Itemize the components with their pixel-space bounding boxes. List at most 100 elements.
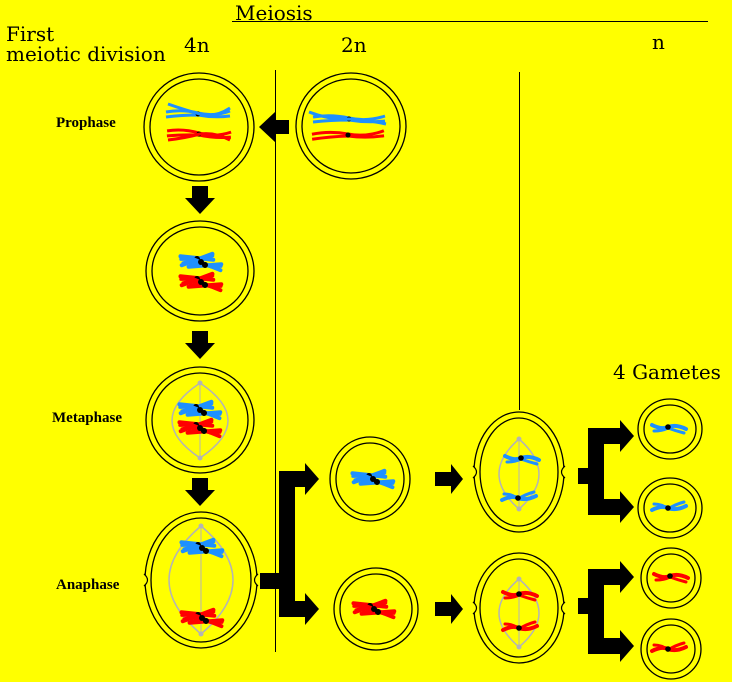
chromosome <box>501 620 539 632</box>
cell-anaphase <box>143 511 259 649</box>
centromere <box>345 132 351 138</box>
tetrad <box>179 607 225 629</box>
chromosome <box>187 611 225 629</box>
outer-membrane <box>640 618 702 680</box>
cell-second-division-top <box>329 436 411 522</box>
chromosome <box>500 490 538 502</box>
centromere <box>371 606 377 612</box>
chromosome <box>650 423 688 435</box>
chromosome <box>185 421 223 439</box>
centromere <box>197 407 203 413</box>
chromatid <box>167 102 231 117</box>
tetrad <box>178 251 224 273</box>
arrow-down <box>185 331 215 359</box>
chromosome <box>650 641 688 653</box>
tetrad <box>177 417 223 439</box>
tetrad <box>177 399 223 421</box>
tetrad <box>351 598 397 620</box>
cleavage-left <box>472 465 478 479</box>
centromere <box>198 259 204 265</box>
spindle-pole <box>197 380 203 386</box>
arrow-down <box>185 186 215 214</box>
arrow-split <box>260 463 319 625</box>
centromere <box>665 646 671 652</box>
inner-membrane <box>151 226 249 316</box>
spindle-fiber <box>518 438 540 510</box>
gamete-1 <box>637 398 703 460</box>
cleavage-left <box>472 601 478 615</box>
centromere <box>198 279 204 285</box>
outer-membrane <box>637 477 703 539</box>
centromere <box>370 476 376 482</box>
tetrad <box>179 537 225 559</box>
diagram-title: Meiosis <box>235 1 313 25</box>
centromere <box>518 455 524 461</box>
spindle-pole <box>198 523 204 529</box>
outer-membrane <box>295 72 407 180</box>
spindle-pole <box>516 436 522 442</box>
arrow-bracket <box>588 428 604 515</box>
gamete-4 <box>640 618 702 680</box>
outer-membrane <box>333 567 419 651</box>
cell-anaphase2-top <box>472 411 566 533</box>
arrow-bracket <box>588 569 604 654</box>
stage-label-metaphase: Metaphase <box>52 410 122 426</box>
cell-anaphase2-bottom <box>472 552 566 664</box>
chromosome <box>358 472 396 490</box>
centromere <box>515 495 521 501</box>
inner-membrane <box>301 78 401 174</box>
spindle-pole <box>516 506 522 512</box>
centromere <box>665 505 671 511</box>
cleavage-right <box>560 601 566 615</box>
tetrad <box>350 468 396 490</box>
gametes-label: 4 Gametes <box>613 360 721 384</box>
cell-second-division-bottom <box>333 567 419 651</box>
gamete-2 <box>637 477 703 539</box>
chromosome <box>187 541 225 559</box>
column-label-n: n <box>652 30 665 54</box>
centromere <box>516 625 522 631</box>
outer-membrane <box>637 398 703 460</box>
column-label-4n: 4n <box>184 33 210 57</box>
spindle-fiber <box>498 578 520 648</box>
spindle-fiber <box>518 578 540 648</box>
centromere <box>665 424 671 430</box>
gamete-3 <box>640 547 702 609</box>
centromere <box>199 615 205 621</box>
outer-membrane <box>640 547 702 609</box>
cell-2n-start <box>295 72 407 180</box>
chromosome <box>503 454 541 466</box>
arrow-down <box>185 478 215 506</box>
chromosome <box>650 500 688 512</box>
centromere <box>197 425 203 431</box>
spindle-fiber <box>171 382 201 459</box>
inner-membrane <box>479 558 559 658</box>
cleavage-left <box>143 573 149 587</box>
arrow-head <box>287 593 319 625</box>
spindle <box>171 380 229 461</box>
spindle-pole <box>198 631 204 637</box>
arrow-right <box>435 464 463 494</box>
arrow-head <box>596 491 634 523</box>
inner-membrane <box>150 517 252 643</box>
cleavage-right <box>560 465 566 479</box>
spindle <box>498 576 540 650</box>
cell-prophase <box>143 72 255 182</box>
cleavage-right <box>253 573 259 587</box>
arrow-left <box>259 112 289 142</box>
inner-membrane <box>643 483 697 533</box>
column-label-2n: 2n <box>341 33 367 57</box>
inner-membrane <box>149 78 249 176</box>
inner-membrane <box>643 404 697 454</box>
chromosome <box>311 129 385 141</box>
tetrad <box>178 271 224 293</box>
heading-line2: meiotic division <box>6 42 166 66</box>
chromosome <box>186 275 224 293</box>
spindle-fiber <box>498 438 520 510</box>
chromosome <box>185 403 223 421</box>
cell-prophase-late <box>145 220 255 322</box>
spindle-pole <box>516 644 522 650</box>
chromosome <box>652 572 690 584</box>
spindle-pole <box>516 576 522 582</box>
